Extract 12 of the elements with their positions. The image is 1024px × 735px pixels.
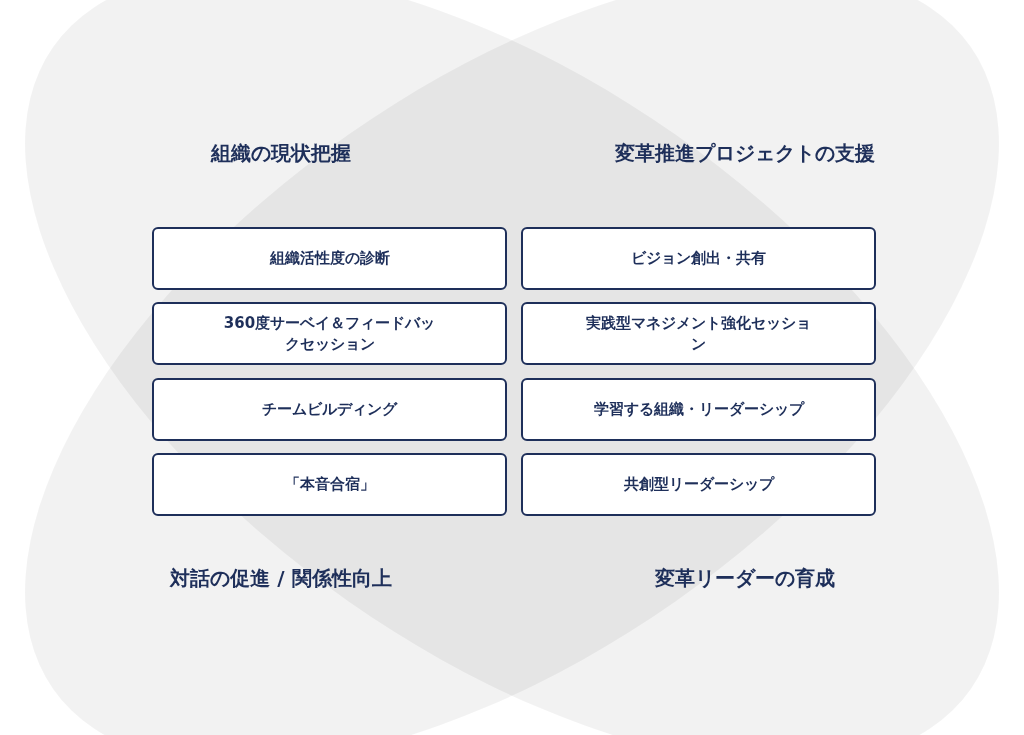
- service-box: ビジョン創出・共有: [521, 227, 876, 290]
- category-heading: 対話の促進 / 関係性向上: [170, 564, 392, 592]
- service-box: 組織活性度の診断: [152, 227, 507, 290]
- service-box: 共創型リーダーシップ: [521, 453, 876, 516]
- category-heading: 変革リーダーの育成: [655, 564, 835, 592]
- service-box: チームビルディング: [152, 378, 507, 441]
- category-heading: 変革推進プロジェクトの支援: [615, 139, 875, 167]
- service-box: 実践型マネジメント強化セッション: [521, 302, 876, 365]
- service-box: 360度サーベイ＆フィードバックセッション: [152, 302, 507, 365]
- service-box: 「本音合宿」: [152, 453, 507, 516]
- service-box: 学習する組織・リーダーシップ: [521, 378, 876, 441]
- category-heading: 組織の現状把握: [211, 139, 351, 167]
